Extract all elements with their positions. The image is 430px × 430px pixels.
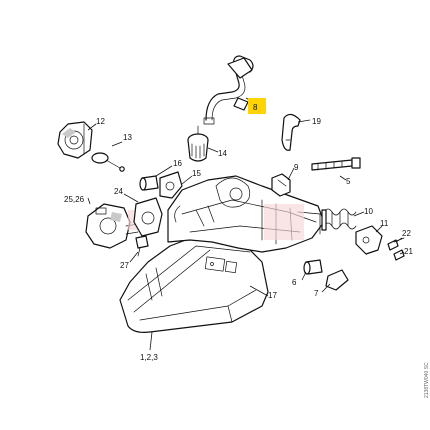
fuel-filter-part-14 (187, 125, 209, 162)
sleeve-part-16 (139, 175, 159, 191)
screw-part-22 (387, 237, 405, 251)
screw-part-21 (393, 249, 405, 261)
valve-assembly-part-12 (57, 121, 93, 159)
callout-11[interactable]: 11 (380, 219, 389, 228)
callout-6[interactable]: 6 (292, 278, 297, 287)
callout-labels: 8 19 12 13 14 16 15 9 5 25,26 24 10 11 2… (64, 98, 413, 362)
fuel-hose-part-8 (203, 55, 254, 125)
leader-lines (87, 97, 405, 351)
callout-8-highlight (248, 98, 266, 114)
callout-1-2-3[interactable]: 1,2,3 (140, 353, 158, 362)
cap-part-7 (325, 269, 349, 291)
callout-7[interactable]: 7 (314, 289, 319, 298)
callout-10[interactable]: 10 (364, 207, 373, 216)
callout-13[interactable]: 13 (123, 133, 132, 142)
nut-part-9 (271, 173, 291, 197)
screw-part-13 (91, 152, 125, 172)
vent-hose-part-19 (281, 113, 301, 151)
callout-8[interactable]: 8 (253, 103, 258, 112)
engine-housing (119, 175, 325, 333)
callout-12[interactable]: 12 (96, 117, 105, 126)
callout-9[interactable]: 9 (294, 163, 299, 172)
callout-22[interactable]: 22 (402, 229, 411, 238)
callout-5[interactable]: 5 (346, 177, 351, 186)
callout-25-26[interactable]: 25,26 (64, 195, 85, 204)
bolt-part-27 (135, 235, 149, 257)
callout-16[interactable]: 16 (173, 159, 182, 168)
damper-part-6 (303, 259, 323, 275)
callout-14[interactable]: 14 (218, 149, 227, 158)
callout-17[interactable]: 17 (268, 291, 277, 300)
gasket-part-24 (133, 197, 163, 237)
screw-part-5 (311, 157, 361, 171)
bracket-part-15 (159, 171, 183, 199)
drawing-code: 2138TW040 SC (424, 362, 430, 398)
callout-27[interactable]: 27 (120, 261, 129, 270)
callout-15[interactable]: 15 (192, 169, 201, 178)
callout-19[interactable]: 19 (312, 117, 321, 126)
spring-part-10 (321, 208, 357, 231)
callout-21[interactable]: 21 (404, 247, 413, 256)
callout-24[interactable]: 24 (114, 187, 123, 196)
lever-part-11 (355, 225, 383, 255)
